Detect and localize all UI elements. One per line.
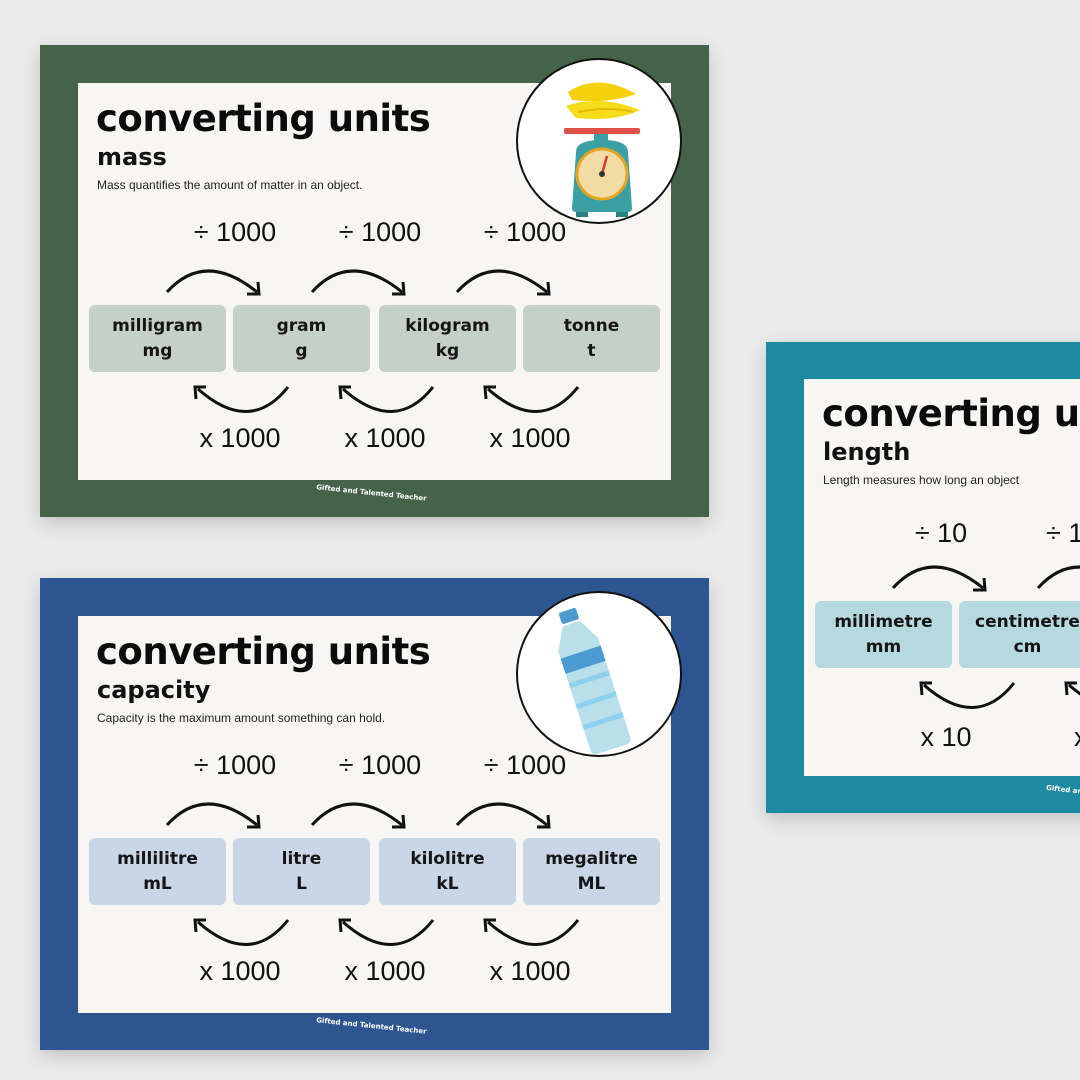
capacity-unit-kilolitre: kilolitre kL — [379, 838, 516, 905]
capacity-divide-arrow-2 — [310, 802, 406, 829]
unit-abbr: g — [295, 340, 308, 361]
unit-name: milligram — [112, 315, 203, 336]
capacity-multiply-arrow-2 — [338, 918, 435, 946]
length-divide-arrow-1 — [891, 565, 987, 592]
length-unit-millimetre: millimetre mm — [815, 601, 952, 668]
mass-multiply-label-3: x 1000 — [489, 423, 571, 453]
unit-abbr: kL — [436, 873, 459, 894]
mass-divide-arrow-3 — [455, 269, 551, 296]
length-multiply-label-1: x 10 — [920, 722, 972, 752]
mass-subtitle: mass — [97, 143, 167, 171]
mass-unit-milligram: milligram mg — [89, 305, 226, 372]
capacity-unit-millilitre: millilitre mL — [89, 838, 226, 905]
unit-abbr: mm — [865, 636, 902, 657]
length-multiply-label-2: x — [1074, 722, 1080, 753]
length-multiply-arrow-2 — [1064, 681, 1080, 696]
water-bottle-icon — [558, 608, 631, 755]
unit-abbr: ML — [577, 873, 606, 894]
unit-abbr: t — [587, 340, 596, 361]
capacity-multiply-label-2: x 1000 — [344, 956, 426, 986]
unit-name: kilolitre — [410, 848, 485, 869]
length-multiply-arrow-1 — [919, 681, 1016, 709]
capacity-poster: converting units capacity Capacity is th… — [40, 578, 709, 1050]
mass-image-circle — [516, 58, 682, 224]
mass-unit-gram: gram g — [233, 305, 370, 372]
unit-abbr: mL — [143, 873, 172, 894]
unit-name: kilogram — [405, 315, 490, 336]
mass-divide-label-3: ÷ 1000 — [483, 217, 567, 247]
mass-multiply-arrow-1 — [193, 385, 290, 413]
capacity-divide-label-1: ÷ 1000 — [193, 750, 277, 780]
capacity-multiply-label-1: x 1000 — [199, 956, 281, 986]
capacity-subtitle: capacity — [97, 676, 211, 704]
mass-description: Mass quantifies the amount of matter in … — [97, 178, 363, 192]
length-divide-label-2: ÷ 1 — [1046, 518, 1080, 548]
unit-name: centimetre — [975, 611, 1080, 632]
length-divide-arrow-2 — [1036, 565, 1080, 590]
capacity-multiply-arrow-1 — [193, 918, 290, 946]
length-title: converting u — [822, 392, 1080, 435]
kitchen-scale-with-bananas-icon — [564, 82, 640, 217]
length-description: Length measures how long an object — [823, 473, 1020, 487]
capacity-multiply-arrow-3 — [483, 918, 580, 946]
mass-title: converting units — [96, 97, 431, 140]
capacity-divide-label-2: ÷ 1000 — [338, 750, 422, 780]
mass-unit-kilogram: kilogram kg — [379, 305, 516, 372]
mass-divide-arrow-1 — [165, 269, 261, 296]
unit-name: megalitre — [545, 848, 638, 869]
capacity-image-circle — [516, 591, 682, 757]
mass-poster: converting units mass Mass quantifies th… — [40, 45, 709, 517]
capacity-multiply-label-3: x 1000 — [489, 956, 571, 986]
length-poster-paper — [804, 379, 1080, 776]
unit-name: tonne — [563, 315, 620, 336]
mass-multiply-label-1: x 1000 — [199, 423, 281, 453]
mass-divide-label-1: ÷ 1000 — [193, 217, 277, 247]
unit-abbr: cm — [1013, 636, 1042, 657]
capacity-divide-arrow-3 — [455, 802, 551, 829]
mass-multiply-label-2: x 1000 — [344, 423, 426, 453]
unit-abbr: L — [296, 873, 307, 894]
capacity-unit-litre: litre L — [233, 838, 370, 905]
length-brand-logo: Gifted and — [1045, 783, 1080, 797]
capacity-divide-arrow-1 — [165, 802, 261, 829]
length-divide-label-1: ÷ 10 — [914, 518, 968, 548]
length-subtitle: length — [823, 438, 911, 466]
unit-abbr: kg — [435, 340, 460, 361]
capacity-title: converting units — [96, 630, 431, 673]
length-poster: converting u length Length measures how … — [766, 342, 1080, 813]
unit-name: millimetre — [834, 611, 933, 632]
mass-divide-label-2: ÷ 1000 — [338, 217, 422, 247]
capacity-divide-label-3: ÷ 1000 — [483, 750, 567, 780]
unit-name: litre — [281, 848, 322, 869]
mass-brand-logo: Gifted and Talented Teacher — [315, 483, 427, 503]
mass-unit-tonne: tonne t — [523, 305, 660, 372]
capacity-description: Capacity is the maximum amount something… — [97, 711, 386, 725]
capacity-brand-logo: Gifted and Talented Teacher — [315, 1016, 427, 1036]
mass-multiply-arrow-3 — [483, 385, 580, 413]
capacity-unit-megalitre: megalitre ML — [523, 838, 660, 905]
length-unit-centimetre: centimetre cm — [959, 601, 1080, 668]
unit-name: gram — [276, 315, 327, 336]
unit-name: millilitre — [117, 848, 198, 869]
mass-divide-arrow-2 — [310, 269, 406, 296]
unit-abbr: mg — [142, 340, 173, 361]
mass-multiply-arrow-2 — [338, 385, 435, 413]
